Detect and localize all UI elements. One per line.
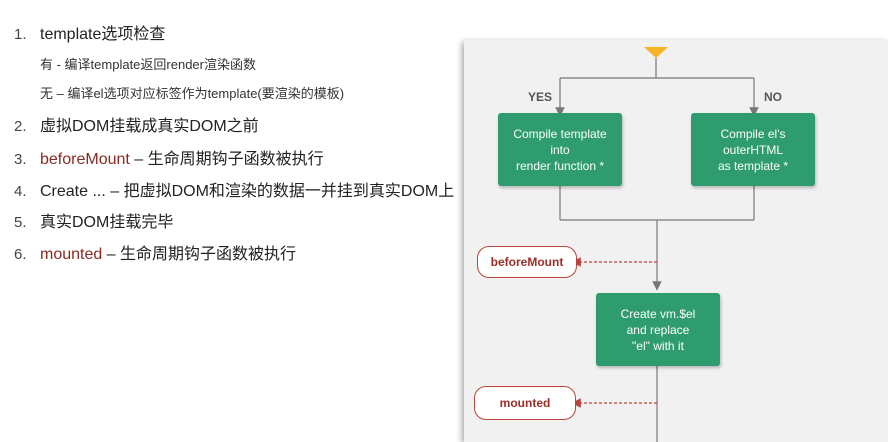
no-label: NO: [764, 90, 782, 104]
compile-template-box: Compile template into render function *: [498, 113, 622, 186]
decision-diamond-icon: [644, 47, 668, 58]
step-number: 4.: [14, 183, 27, 200]
substep-no-template: 无 – 编译el选项对应标签作为template(要渲染的模板): [40, 86, 345, 101]
step-4: 4. Create ... – 把虚拟DOM和渲染的数据一并挂到真实DOM上: [14, 177, 454, 201]
step-number: 6.: [14, 246, 27, 263]
step-text: 虚拟DOM挂载成真实DOM之前: [40, 118, 259, 135]
hook-name: mounted: [40, 246, 103, 263]
box-line: render function *: [515, 158, 605, 173]
step-text: template选项检查: [40, 26, 166, 43]
step-text: 真实DOM挂载完毕: [40, 214, 174, 231]
yes-label: YES: [528, 90, 553, 104]
hook-name: beforeMount: [40, 151, 130, 168]
step-2: 2. 虚拟DOM挂载成真实DOM之前: [14, 112, 259, 136]
box-line: outerHTML: [722, 142, 783, 157]
step-1: 1. template选项检查: [14, 20, 165, 44]
create-vm-el-box: Create vm.$el and replace "el" with it: [596, 293, 720, 366]
box-line: and replace: [626, 322, 690, 337]
step-number: 1.: [14, 26, 27, 43]
mounted-hook: mounted: [474, 386, 576, 420]
before-mount-hook: beforeMount: [477, 246, 577, 278]
step-number: 2.: [14, 118, 27, 135]
step-number: 3.: [14, 151, 27, 168]
step-5: 5. 真实DOM挂载完毕: [14, 208, 173, 232]
box-line: Compile template: [513, 126, 607, 141]
substep-has-template: 有 - 编译template返回render渲染函数: [40, 57, 256, 72]
step-6: 6. mounted – 生命周期钩子函数被执行: [14, 240, 296, 264]
box-line: Create vm.$el: [620, 306, 696, 321]
diagram-connectors: [555, 47, 759, 442]
step-text: – 生命周期钩子函数被执行: [129, 151, 324, 168]
lifecycle-diagram-panel: YES NO Compile template into render func…: [464, 40, 888, 442]
box-line: Compile el's: [720, 126, 786, 141]
step-text: – 生命周期钩子函数被执行: [102, 246, 297, 263]
box-line: into: [550, 142, 570, 157]
box-line: "el" with it: [632, 338, 684, 353]
step-text: Create ... – 把虚拟DOM和渲染的数据一并挂到真实DOM上: [40, 183, 455, 200]
step-3: 3. beforeMount – 生命周期钩子函数被执行: [14, 145, 324, 169]
compile-el-box: Compile el's outerHTML as template *: [691, 113, 815, 186]
step-number: 5.: [14, 214, 27, 231]
box-line: as template *: [717, 158, 789, 173]
